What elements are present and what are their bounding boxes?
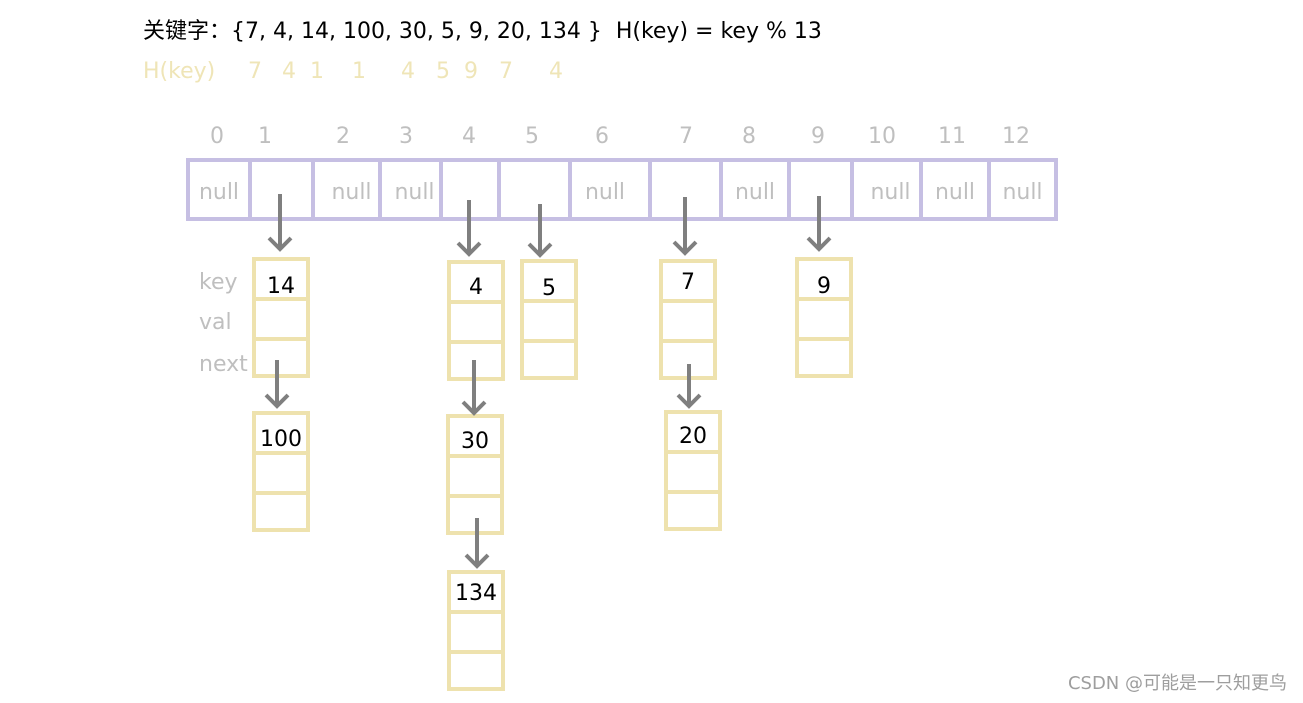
bucket-cell-3: null — [382, 162, 443, 217]
hash-value: 4 — [282, 59, 296, 84]
node-key-cell: 30 — [450, 418, 500, 458]
node-next-cell — [451, 344, 501, 377]
arrow-head — [464, 553, 490, 569]
node-val-cell — [256, 455, 306, 495]
bucket-cell-1 — [252, 162, 315, 217]
chain-node: 5 — [520, 259, 578, 380]
chain-node: 9 — [795, 257, 853, 378]
bucket-cell-6: null — [572, 162, 652, 217]
hash-value: 7 — [499, 59, 513, 84]
chain-node: 134 — [447, 570, 505, 691]
watermark: CSDN @可能是一只知更鸟 — [1067, 673, 1287, 694]
arrow-head — [672, 240, 698, 256]
formula-title: 关键字：{7, 4, 14, 100, 30, 5, 9, 20, 134 } … — [143, 19, 822, 44]
node-key-cell: 4 — [451, 264, 501, 304]
bucket-cell-4 — [443, 162, 501, 217]
node-key-value: 30 — [461, 429, 489, 454]
bucket-cell-8: null — [723, 162, 791, 217]
node-key-value: 134 — [455, 581, 497, 606]
arrow-head — [527, 242, 553, 258]
bucket-cell-7 — [652, 162, 723, 217]
bucket-cell-12: null — [1002, 180, 1043, 205]
chain-node: 4 — [447, 260, 505, 381]
node-val-cell — [451, 304, 501, 344]
node-key-cell: 20 — [668, 414, 718, 454]
arrow-head — [461, 400, 487, 416]
bucket-index-label: 7 — [679, 124, 693, 149]
node-field-label-next: next — [199, 352, 248, 377]
bucket-index-label: 9 — [811, 124, 825, 149]
bucket-index-label: 5 — [525, 124, 539, 149]
chain-node: 20 — [664, 410, 722, 531]
bucket-cell-10: null — [854, 162, 923, 217]
hash-value: 1 — [310, 59, 324, 84]
bucket-cell-11: null — [923, 162, 991, 217]
node-next-cell — [524, 343, 574, 376]
node-next-cell — [668, 494, 718, 527]
chain-node: 100 — [252, 411, 310, 532]
bucket-index-label: 4 — [462, 124, 476, 149]
node-val-cell — [524, 303, 574, 343]
hash-value: 7 — [248, 59, 262, 84]
bucket-index-label: 1 — [258, 124, 272, 149]
hash-value: 9 — [464, 59, 478, 84]
node-key-value: 4 — [469, 275, 483, 300]
node-key-value: 5 — [542, 276, 556, 301]
node-key-cell: 134 — [451, 574, 501, 614]
arrow-head — [267, 236, 293, 252]
arrow-head — [676, 393, 702, 409]
bucket-cell-9 — [791, 162, 854, 217]
node-key-value: 100 — [260, 427, 302, 452]
hash-row-label: H(key) — [143, 59, 216, 84]
node-val-cell — [668, 454, 718, 494]
arrow-head — [806, 236, 832, 252]
node-next-cell — [663, 343, 713, 376]
node-key-cell: 7 — [663, 263, 713, 303]
bucket-cell-0: null — [190, 162, 252, 217]
bucket-cell-2: null — [315, 162, 382, 217]
node-val-cell — [450, 458, 500, 498]
node-key-cell: 14 — [256, 261, 306, 301]
node-key-value: 20 — [679, 424, 707, 449]
hash-value: 1 — [352, 59, 366, 84]
chain-node: 7 — [659, 259, 717, 380]
bucket-index-label: 0 — [210, 124, 224, 149]
node-key-cell: 9 — [799, 261, 849, 301]
arrow-head — [264, 393, 290, 409]
node-val-cell — [799, 301, 849, 341]
node-val-cell — [256, 301, 306, 341]
bucket-index-label: 6 — [595, 124, 609, 149]
node-key-cell: 5 — [524, 263, 574, 303]
bucket-index-label: 11 — [938, 124, 966, 149]
node-key-value: 9 — [817, 274, 831, 299]
node-next-cell — [451, 654, 501, 687]
node-val-cell — [451, 614, 501, 654]
node-val-cell — [663, 303, 713, 343]
node-next-cell — [256, 495, 306, 528]
bucket-index-label: 8 — [742, 124, 756, 149]
bucket-cell-5 — [501, 162, 572, 217]
hash-table-array: null null null null null null null null — [186, 158, 1058, 221]
chain-node: 30 — [446, 414, 504, 535]
node-key-value: 14 — [267, 274, 295, 299]
bucket-index-label: 10 — [868, 124, 896, 149]
node-key-cell: 100 — [256, 415, 306, 455]
node-next-cell — [450, 498, 500, 531]
node-next-cell — [799, 341, 849, 374]
hash-value: 4 — [549, 59, 563, 84]
hash-value: 4 — [401, 59, 415, 84]
hash-value: 5 — [436, 59, 450, 84]
bucket-index-label: 3 — [399, 124, 413, 149]
node-key-value: 7 — [681, 270, 695, 295]
bucket-index-label: 12 — [1002, 124, 1030, 149]
chain-node: 14 — [252, 257, 310, 378]
node-field-label-val: val — [199, 310, 232, 335]
node-field-label-key: key — [199, 270, 238, 295]
node-next-cell — [256, 341, 306, 374]
arrow-head — [456, 241, 482, 257]
bucket-index-label: 2 — [336, 124, 350, 149]
